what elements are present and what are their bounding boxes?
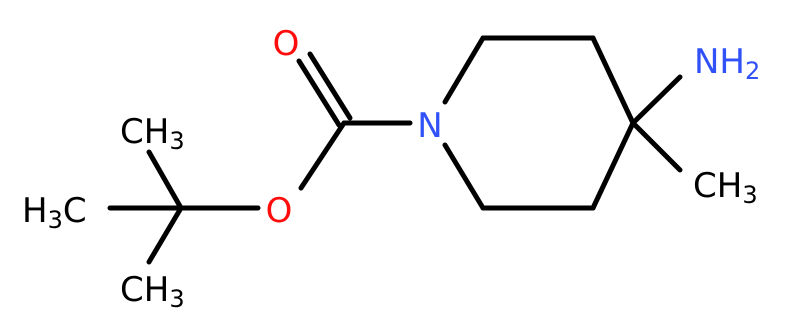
bond-c4-nh2 <box>630 74 683 126</box>
atom-o-ester-symbol: O <box>266 191 293 231</box>
atom-h3c-left-subscript: 3 <box>48 206 63 234</box>
atom-o-ester: O <box>266 191 293 231</box>
bond-carbonyl-double-b <box>307 51 353 121</box>
atom-nh2: NH2 <box>694 42 760 85</box>
atom-ch3-top-subscript: 3 <box>169 127 184 155</box>
bond-ring-n-top <box>442 35 486 105</box>
atom-n-ring-symbol: N <box>417 106 442 146</box>
atom-o-carbonyl: O <box>273 24 300 64</box>
bond-tbu-ch3-top <box>146 149 184 211</box>
atom-nh2-symbol: NH <box>694 42 745 82</box>
bond-ring-top-right <box>590 35 636 126</box>
bond-ring-right-bottom <box>590 120 636 211</box>
atom-labels: O O N NH2 CH3 CH3 H3C CH3 <box>22 24 760 313</box>
atom-o-carbonyl-symbol: O <box>273 24 300 64</box>
bonds <box>107 35 683 265</box>
atom-ch3-bottom: CH3 <box>120 270 185 313</box>
atom-ch3-ring: CH3 <box>693 166 758 209</box>
atom-ch3-bottom-symbol: CH <box>120 270 169 310</box>
atom-n-ring: N <box>417 106 442 146</box>
bond-ring-bottom-n <box>442 142 486 211</box>
bond-carbonyl-double-a <box>296 58 342 128</box>
atom-ch3-top: CH3 <box>120 112 185 155</box>
atom-h3c-left-prefix: H <box>22 191 48 231</box>
atom-ch3-ring-subscript: 3 <box>742 181 757 209</box>
atom-ch3-top-symbol: CH <box>120 112 169 152</box>
atom-h3c-left-symbol: C <box>63 191 87 231</box>
bond-carbonyl-oester <box>298 120 347 191</box>
bond-tbu-ch3-bottom <box>146 205 184 265</box>
atom-ch3-bottom-subscript: 3 <box>169 285 184 313</box>
atom-h3c-left: H3C <box>22 191 87 234</box>
atom-nh2-subscript: 2 <box>745 57 760 85</box>
atom-ch3-ring-symbol: CH <box>693 166 742 206</box>
bond-c4-ch3 <box>630 120 683 173</box>
